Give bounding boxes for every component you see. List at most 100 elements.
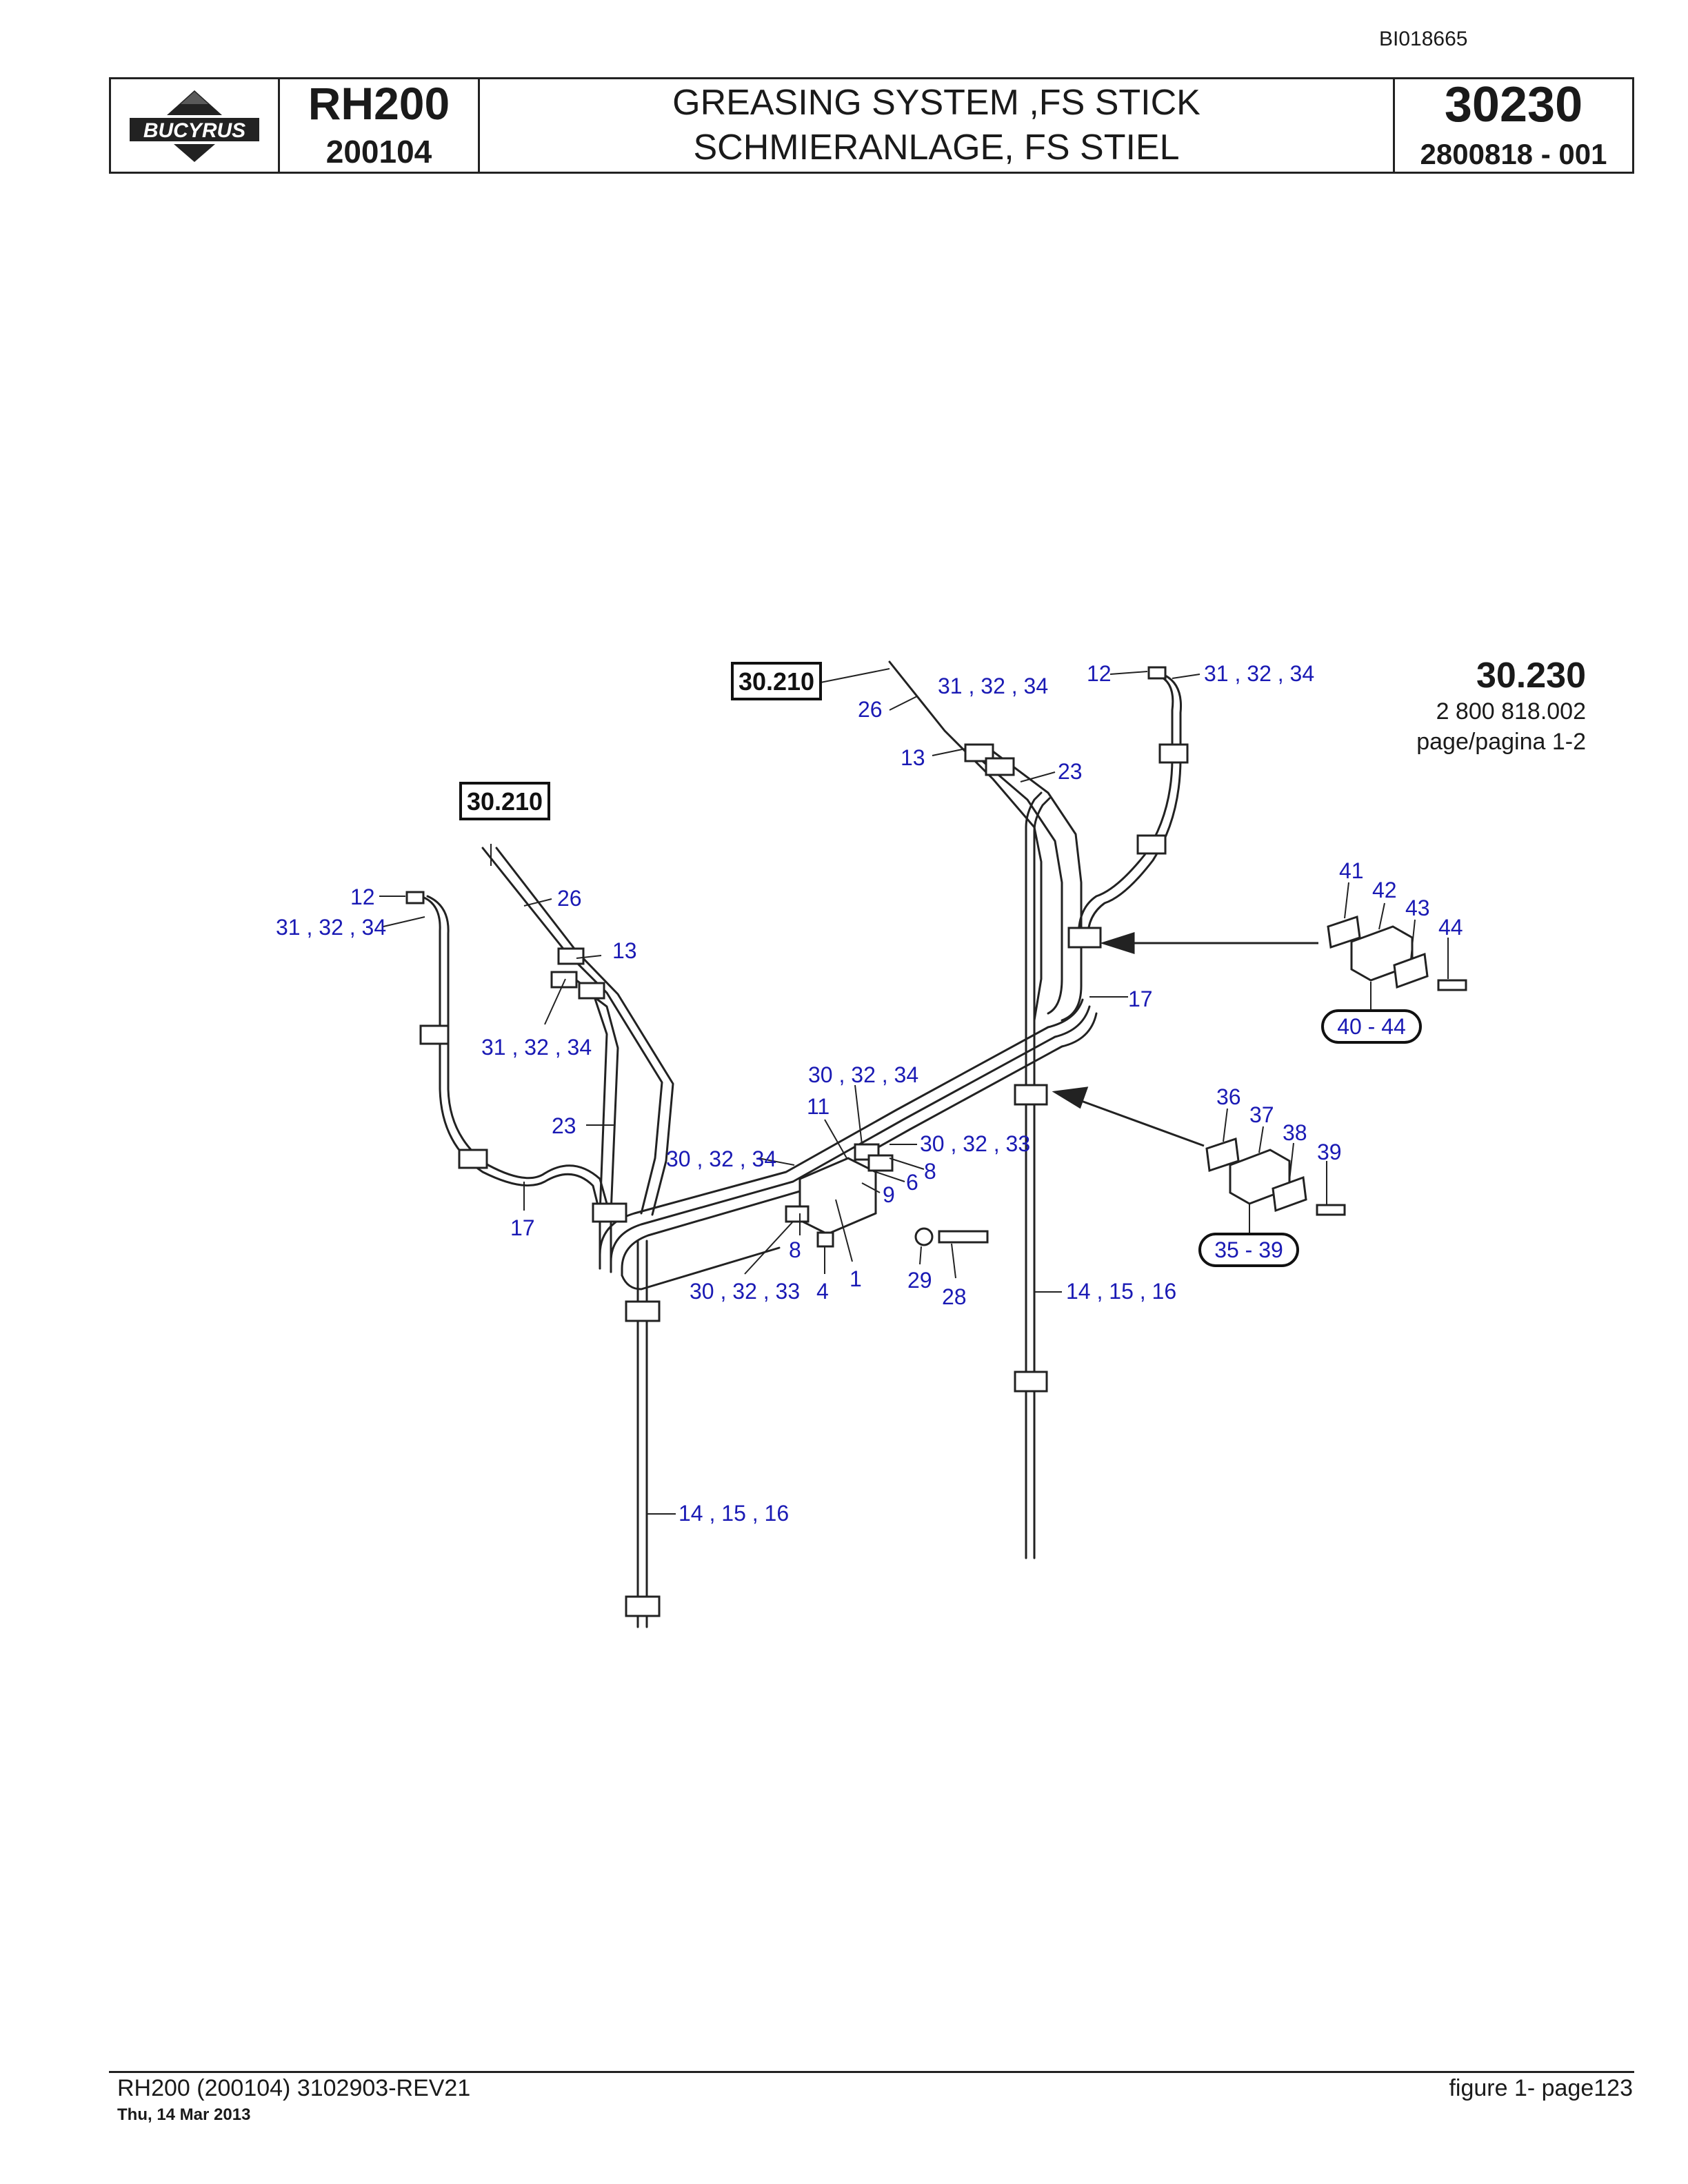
arrow-head xyxy=(1100,931,1135,955)
clamp-plate xyxy=(1272,1175,1307,1213)
footer-date: Thu, 14 Mar 2013 xyxy=(117,2105,251,2124)
callout-39: 39 xyxy=(1317,1140,1342,1164)
leader-line xyxy=(820,668,890,683)
leader-line xyxy=(889,1157,925,1170)
hose-fitting xyxy=(557,947,585,965)
leader-line xyxy=(544,978,566,1025)
hose-fitting xyxy=(550,971,578,989)
callout-8: 8 xyxy=(789,1237,801,1262)
callout-14-15-16: 14 , 15 , 16 xyxy=(1066,1279,1176,1304)
leader-line xyxy=(758,1157,795,1166)
callout-12: 12 xyxy=(350,884,375,909)
callout-6: 6 xyxy=(906,1170,918,1195)
title-cell: GREASING SYSTEM ,FS STICK SCHMIERANLAGE,… xyxy=(480,79,1395,172)
footer-divider xyxy=(109,2071,1634,2073)
callout-31-32-34: 31 , 32 , 34 xyxy=(1204,661,1314,686)
callout-43: 43 xyxy=(1405,896,1430,920)
leader-line xyxy=(576,955,602,959)
hose-fitting xyxy=(867,1154,894,1172)
clamp-plate xyxy=(1327,916,1361,949)
leader-line xyxy=(889,696,918,711)
logo-cell: BUCYRUS xyxy=(111,79,280,172)
leader-line xyxy=(919,1246,922,1265)
leader-line xyxy=(1172,674,1200,679)
pipe-diagonal-b xyxy=(610,1005,1091,1273)
leader-line xyxy=(1258,1126,1264,1153)
part-number: 2800818 - 001 xyxy=(1420,138,1607,170)
group-oval-40-44[interactable]: 40 - 44 xyxy=(1321,1009,1422,1044)
clamp xyxy=(1014,1371,1048,1393)
callout-31-32-34: 31 , 32 , 34 xyxy=(938,674,1048,698)
callout-30-32-33: 30 , 32 , 33 xyxy=(690,1279,800,1304)
callout-13: 13 xyxy=(612,938,637,963)
reference-label: 30.210 xyxy=(467,787,543,816)
leader-line xyxy=(875,1171,905,1182)
sheet-code: 2 800 818.002 xyxy=(1436,698,1586,725)
group-label: 35 - 39 xyxy=(1214,1237,1283,1262)
reference-box-left[interactable]: 30.210 xyxy=(459,782,550,820)
callout-44: 44 xyxy=(1438,915,1463,940)
callout-28: 28 xyxy=(942,1284,967,1309)
group-number-cell: 30230 2800818 - 001 xyxy=(1395,79,1632,172)
callout-23: 23 xyxy=(552,1113,576,1138)
clamp xyxy=(458,1149,488,1169)
callout-4: 4 xyxy=(816,1279,829,1304)
leader-line xyxy=(951,1243,956,1279)
grease-nipple xyxy=(405,891,425,904)
group-oval-35-39[interactable]: 35 - 39 xyxy=(1198,1233,1299,1267)
arrow-head xyxy=(1052,1086,1089,1109)
washer xyxy=(914,1227,934,1246)
leader-line xyxy=(932,748,966,756)
leader-line xyxy=(523,898,552,907)
callout-29: 29 xyxy=(907,1268,932,1293)
callout-9: 9 xyxy=(883,1182,895,1207)
clamp xyxy=(1158,743,1189,764)
leader-line xyxy=(744,1221,794,1275)
clamp-plate xyxy=(1393,952,1429,989)
leader-line xyxy=(854,1084,863,1145)
callout-38: 38 xyxy=(1283,1120,1307,1145)
callout-36: 36 xyxy=(1216,1084,1241,1109)
callout-17: 17 xyxy=(1128,987,1153,1011)
hose-fitting xyxy=(985,757,1015,776)
pipe-upper-right-c xyxy=(992,750,1083,1022)
hose-right-b xyxy=(1087,674,1183,946)
callout-30-32-34: 30 , 32 , 34 xyxy=(666,1146,776,1171)
callout-17: 17 xyxy=(510,1215,535,1240)
callout-8: 8 xyxy=(924,1159,936,1184)
leader-line xyxy=(835,1199,853,1262)
clamp xyxy=(592,1202,627,1223)
callout-31-32-34: 31 , 32 , 34 xyxy=(481,1035,592,1060)
hose-fitting xyxy=(578,982,605,1000)
leader-line xyxy=(1223,1108,1228,1142)
pipe-upper-right-b xyxy=(978,757,1063,1015)
title-english: GREASING SYSTEM ,FS STICK xyxy=(672,83,1200,123)
group-label: 40 - 44 xyxy=(1337,1014,1406,1039)
callout-14-15-16: 14 , 15 , 16 xyxy=(679,1501,789,1526)
hose-left-a xyxy=(419,895,601,1215)
leader-line xyxy=(1378,902,1385,930)
bolt xyxy=(938,1230,989,1244)
callout-23: 23 xyxy=(1058,759,1083,784)
logo-text: BUCYRUS xyxy=(143,119,245,142)
pipe-left-loop-b xyxy=(578,984,619,1273)
leader-line xyxy=(1289,1142,1294,1181)
leader-line xyxy=(1410,919,1416,960)
reference-box-upper[interactable]: 30.210 xyxy=(731,662,822,700)
clamp xyxy=(419,1024,450,1045)
callout-11: 11 xyxy=(807,1094,830,1119)
pipe-diagonal-a xyxy=(599,998,1084,1270)
leader-line xyxy=(1109,671,1148,675)
distributor-block xyxy=(798,1157,877,1235)
model-name: RH200 xyxy=(308,78,450,129)
callout-31-32-34: 31 , 32 , 34 xyxy=(276,915,386,940)
pipe-upper-right-a xyxy=(888,660,1043,1022)
callout-41: 41 xyxy=(1339,858,1364,883)
sheet-number: 30.230 xyxy=(1476,656,1586,696)
footer-document-ref: RH200 (200104) 3102903-REV21 xyxy=(117,2075,471,2101)
serial-number: 200104 xyxy=(325,134,432,170)
title-block: BUCYRUS RH200 200104 GREASING SYSTEM ,FS… xyxy=(109,77,1634,174)
document-id: BI018665 xyxy=(1379,28,1468,50)
clamp xyxy=(625,1300,661,1322)
callout-37: 37 xyxy=(1249,1102,1274,1127)
